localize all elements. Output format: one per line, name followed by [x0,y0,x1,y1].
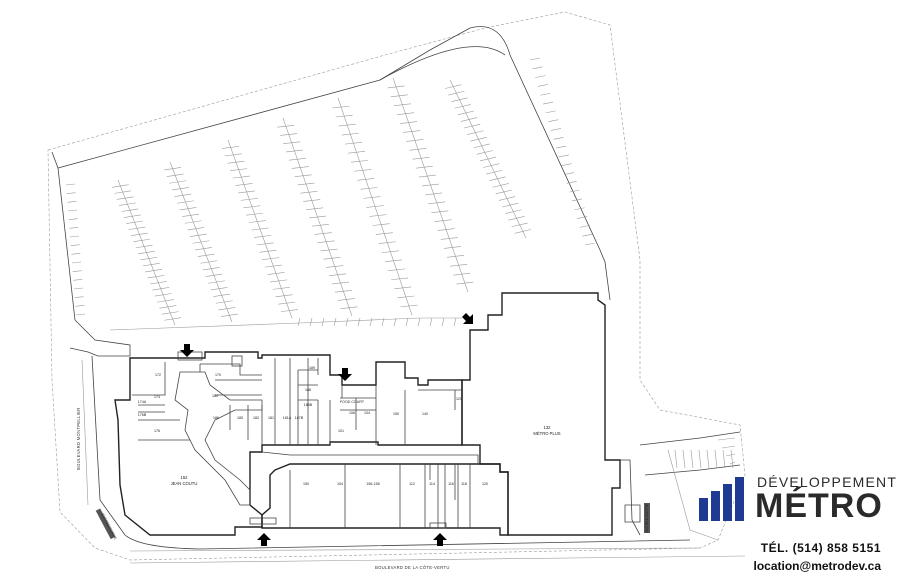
west-road-inner [81,359,89,506]
unit-154: 154 [337,482,343,486]
west-road-edge [91,355,126,536]
east-driveway [639,431,741,476]
property-line [47,11,746,561]
unit-150-south: 150 [303,482,309,486]
unit-181: 181 [268,416,274,420]
unit-120: 120 [456,397,462,401]
unit-182: 182 [253,416,259,420]
unit-106: 106 [349,411,355,415]
east-service-area [605,459,641,536]
unit-176b: 176B [138,413,147,417]
entrance-arrow-metro-icon [462,313,473,324]
east-sign [644,503,650,533]
jean-coutu-label: JEAN COUTU [171,481,198,486]
parking-lot-outline [51,26,611,301]
unit-188b: 188B [304,403,313,407]
building-metro-plus [461,292,621,536]
unit-184: 184 [212,394,218,398]
south-road-edge [124,534,691,550]
kiosk-north [231,355,243,367]
east-lot-line [667,449,719,541]
entrance-arrow-north-icon [180,344,194,357]
contact-email[interactable]: location@metrodev.ca [753,559,881,573]
building-west-wing [114,351,463,536]
south-road-curb [129,547,701,552]
unit-156-158: 156-158 [366,482,379,486]
building-south-wing [261,463,509,536]
metro-number: 132 [544,425,552,430]
unit-partitions [132,358,462,445]
brand-name-main: MÉTRO [755,487,883,525]
unit-176: 176 [154,429,160,433]
metro-label: MÉTRO PLUS [533,431,560,436]
unit-140: 140 [422,412,428,416]
food-court-label: FOOD COURT [340,400,365,404]
east-parking-stalls [674,437,736,469]
parking-stalls [65,57,596,327]
entrance-arrow-foodcourt-icon [338,368,352,381]
unit-114: 114 [429,482,435,486]
corridor-south [261,451,479,464]
brand-name-top: DÉVELOPPEMENT [757,474,898,490]
entrance-south-right-steps [429,522,447,529]
parking-lot-west-edge [57,167,76,321]
brand-logo-icon [699,477,744,521]
unit-112: 112 [409,482,415,486]
unit-186: 186 [213,416,219,420]
west-sign [95,508,116,540]
unit-187b: 187B [295,416,304,420]
jean-coutu-number: 152 [181,475,189,480]
unit-116: 116 [448,482,454,486]
south-road-far [129,555,746,564]
unit-174a: 174A [138,400,147,404]
south-unit-partitions [289,464,471,528]
unit-188: 188 [305,388,311,392]
mall-corridor [174,371,263,506]
street-south-label: BOULEVARD DE LA CÔTE-VERTU [375,565,450,570]
parking-lane-south [109,317,462,331]
entrance-arrow-south-left-icon [257,533,271,546]
unit-185: 185 [237,416,243,420]
entrance-south-left-steps [249,517,277,525]
unit-181a: 181A [283,416,292,420]
unit-101: 101 [338,429,344,433]
unit-189: 189 [309,366,315,370]
unit-118: 118 [461,482,467,486]
unit-120-south: 120 [482,482,488,486]
unit-150: 150 [393,412,399,416]
unit-104: 104 [364,411,370,415]
entrance-east-label: ENTRÉE/SORTIE [644,503,649,532]
contact-phone: TÉL. (514) 858 5151 [760,541,881,555]
street-west-label: BOULEVARD MONTPELLIER [76,407,81,470]
unit-174: 174 [154,395,160,399]
unit-172: 172 [155,373,161,377]
unit-170: 170 [215,373,221,377]
parking-lot-north-curve [379,46,506,81]
entrance-arrow-south-right-icon [433,533,447,546]
west-driveway [69,319,131,357]
